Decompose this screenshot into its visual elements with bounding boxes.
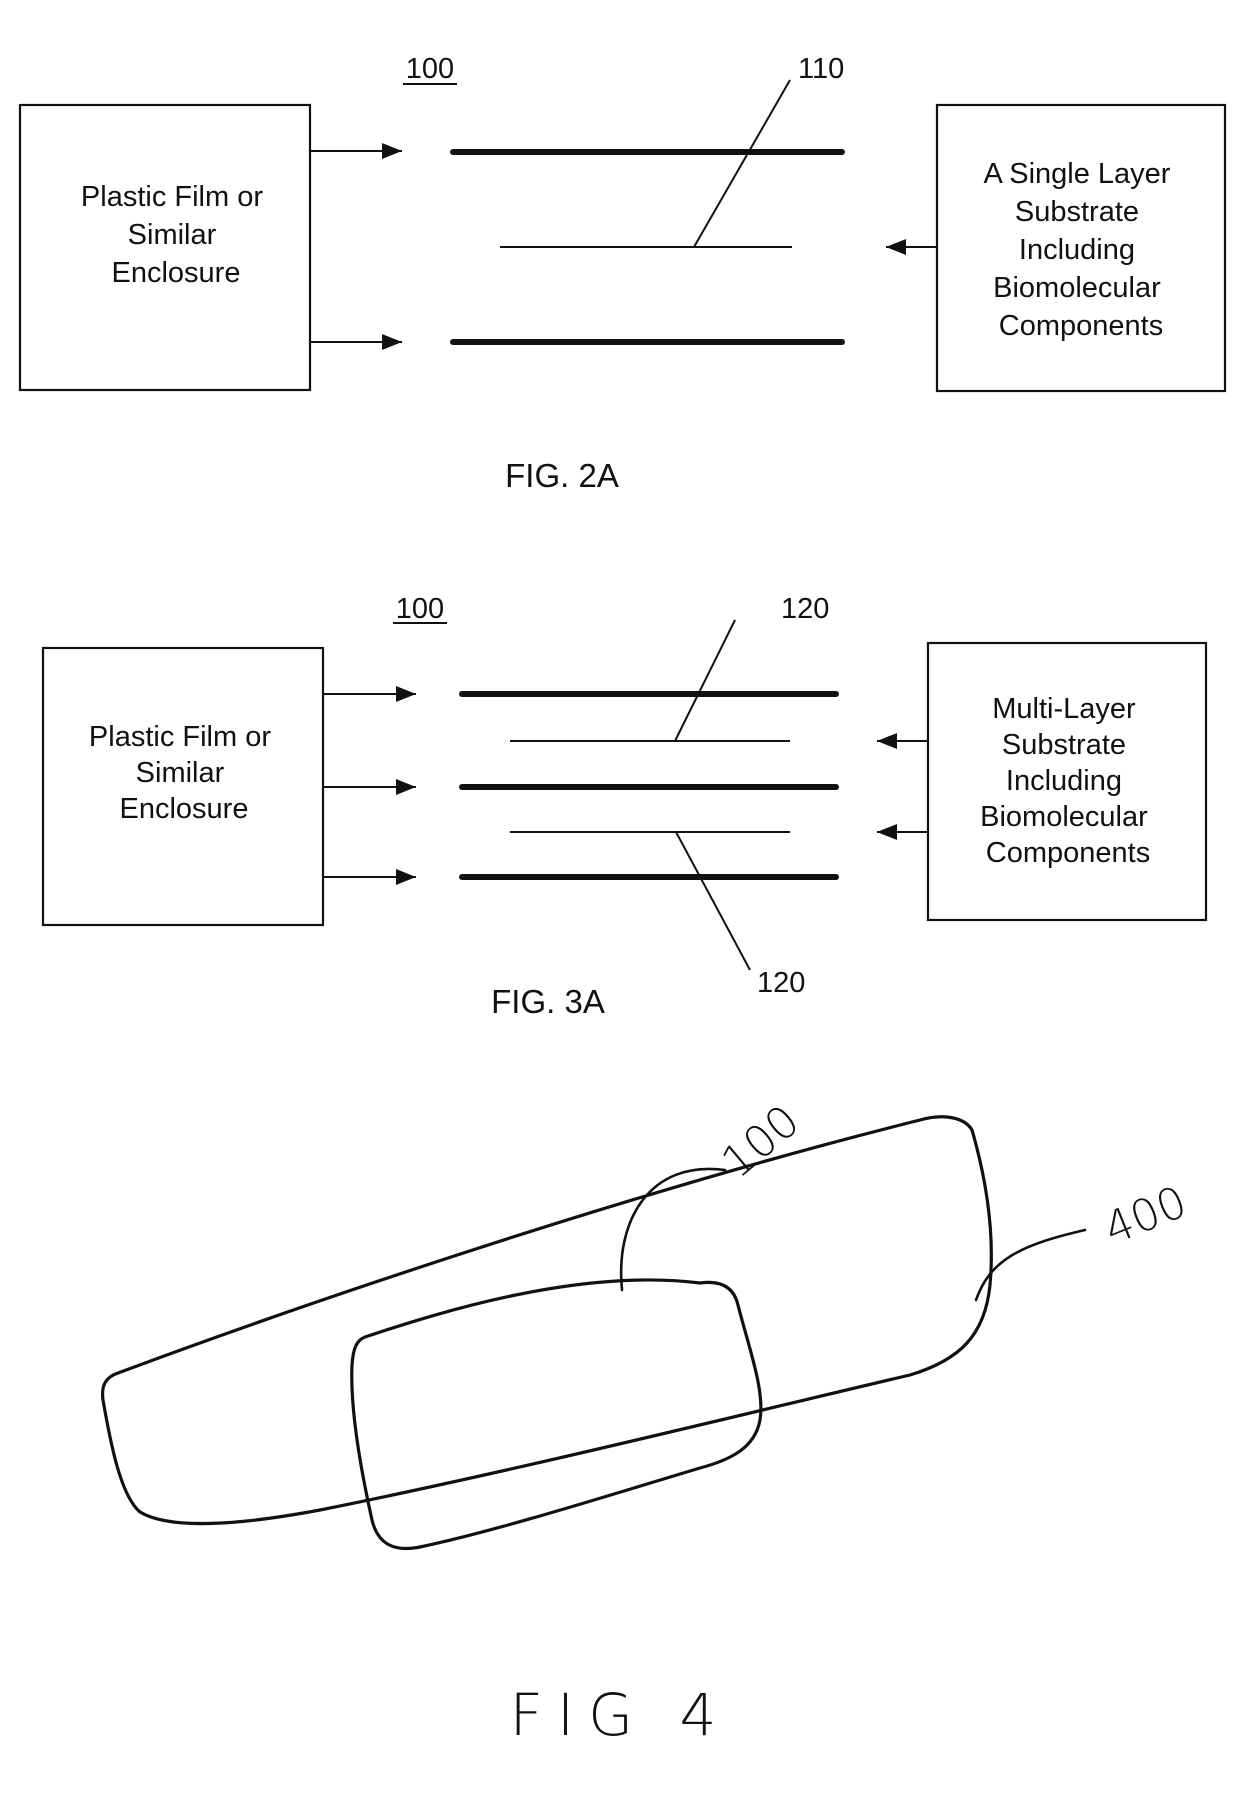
ref-label-120-top: 120 — [781, 593, 829, 625]
ref-label-100: 100 — [396, 593, 444, 625]
figure-2a: 100 Plastic Film or Similar Enclosure 11… — [18, 53, 1227, 494]
ref-label-100: 100 — [406, 53, 454, 85]
figure-3a: 100 Plastic Film or Similar Enclosure 12… — [41, 593, 1208, 1020]
figure-4: 100 400 FIG 4 — [100, 1095, 1194, 1749]
substrate-box-label: A Single Layer Substrate Including Biomo… — [983, 158, 1178, 342]
enclosure-box-label: Plastic Film or Similar Enclosure — [89, 721, 279, 825]
substrate-box-label: Multi-Layer Substrate Including Biomolec… — [980, 693, 1156, 869]
outer-package-outline — [100, 1115, 993, 1526]
leader-line-120-top — [674, 619, 736, 742]
ref-label-100: 100 — [712, 1095, 809, 1188]
substrate-box — [926, 641, 1208, 922]
leader-line-400 — [974, 1228, 1087, 1302]
leader-line-100 — [619, 1167, 727, 1292]
figure-caption: FIG. 2A — [505, 457, 619, 494]
figure-caption: FIG 4 — [510, 1681, 731, 1749]
figure-caption: FIG. 3A — [491, 983, 605, 1020]
leader-line-110 — [693, 79, 791, 248]
ref-label-120-bottom: 120 — [757, 967, 805, 999]
ref-label-400: 400 — [1097, 1176, 1194, 1255]
ref-label-110: 110 — [798, 53, 844, 85]
enclosure-box-label: Plastic Film or Similar Enclosure — [81, 181, 271, 289]
leader-line-120-bottom — [675, 831, 751, 971]
enclosure-box — [18, 103, 312, 392]
inner-component-outline — [350, 1278, 763, 1551]
